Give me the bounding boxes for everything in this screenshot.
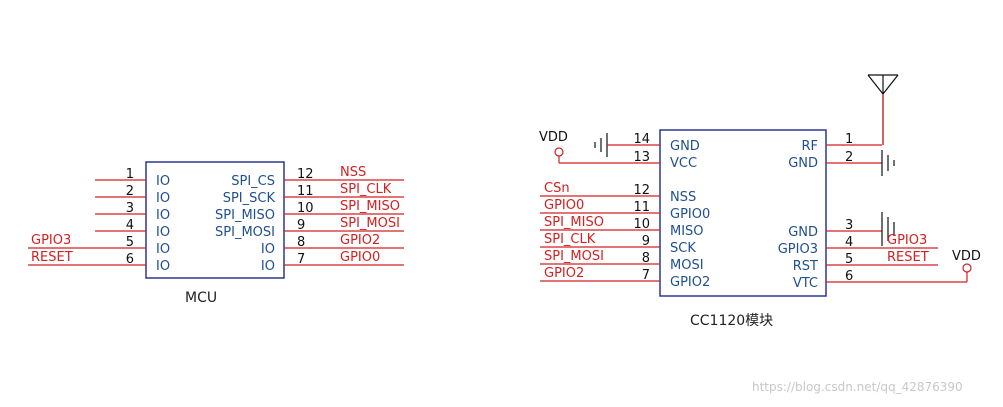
cc-net-label: CSn bbox=[544, 181, 570, 196]
cc-pin-label: NSS bbox=[670, 190, 696, 205]
mcu-pin-label: IO bbox=[261, 259, 275, 274]
cc-pin-label: VCC bbox=[670, 156, 697, 171]
cc-pin-label: MOSI bbox=[670, 258, 704, 273]
cc-pin-label: GPIO3 bbox=[778, 242, 818, 257]
mcu-pin-label: SPI_MOSI bbox=[215, 225, 275, 240]
cc-pin-num: 2 bbox=[845, 150, 853, 165]
cc-pin-num: 12 bbox=[633, 183, 650, 198]
ground-symbol-right-mid bbox=[881, 212, 895, 246]
cc1120-caption: CC1120模块 bbox=[690, 313, 773, 329]
mcu-block: 1 2 3 4 5 6 IO IO IO IO IO IO GPIO3 RESE… bbox=[28, 161, 404, 306]
cc-pin-num: 14 bbox=[633, 132, 650, 147]
mcu-net-label: SPI_MISO bbox=[340, 199, 400, 214]
cc-pin-num: 1 bbox=[845, 132, 853, 147]
cc1120-left-wires bbox=[540, 144, 660, 282]
mcu-pin-num: 5 bbox=[126, 235, 134, 250]
mcu-net-label: GPIO0 bbox=[340, 250, 380, 265]
vdd-terminal-left bbox=[554, 147, 564, 157]
cc-pin-label: GND bbox=[788, 156, 818, 171]
ground-symbol-left bbox=[594, 133, 608, 157]
cc-pin-label: RF bbox=[801, 139, 818, 154]
cc-pin-num: 8 bbox=[642, 251, 650, 266]
cc-pin-num: 7 bbox=[642, 268, 650, 283]
cc-pin-num: 4 bbox=[845, 235, 853, 250]
cc-pin-num: 3 bbox=[845, 218, 853, 233]
mcu-pin-label: SPI_CS bbox=[231, 174, 275, 189]
mcu-pin-label: IO bbox=[156, 191, 170, 206]
mcu-pin-label: IO bbox=[156, 225, 170, 240]
watermark: https://blog.csdn.net/qq_42876390 bbox=[752, 380, 963, 394]
vdd-label-left: VDD bbox=[539, 130, 568, 145]
cc-pin-label: GND bbox=[788, 225, 818, 240]
cc-pin-label: SCK bbox=[670, 241, 696, 256]
cc-pin-num: 13 bbox=[633, 150, 650, 165]
cc-net-label: SPI_MISO bbox=[544, 215, 604, 230]
cc1120-block: VDD 14 13 12 11 10 9 8 7 GND VCC NSS bbox=[539, 74, 981, 329]
mcu-net-label: SPI_MOSI bbox=[340, 216, 400, 231]
mcu-pin-label: SPI_SCK bbox=[223, 191, 276, 206]
cc-pin-num: 11 bbox=[633, 200, 650, 215]
vdd-terminal-right bbox=[962, 263, 972, 273]
cc-pin-label: RST bbox=[793, 259, 818, 274]
mcu-pin-label: IO bbox=[261, 242, 275, 257]
mcu-pin-num: 12 bbox=[297, 167, 314, 182]
mcu-pin-num: 2 bbox=[126, 184, 134, 199]
mcu-pin-label: SPI_MISO bbox=[215, 208, 275, 223]
mcu-pin-num: 7 bbox=[297, 252, 305, 267]
mcu-pin-label: IO bbox=[156, 242, 170, 257]
mcu-net-gpio3: GPIO3 bbox=[31, 233, 71, 248]
mcu-net-label: GPIO2 bbox=[340, 233, 380, 248]
mcu-pin-num: 4 bbox=[126, 218, 134, 233]
cc-net-label: GPIO2 bbox=[544, 266, 584, 281]
cc-pin-num: 9 bbox=[642, 234, 650, 249]
mcu-body bbox=[145, 161, 285, 279]
cc-net-reset: RESET bbox=[887, 250, 929, 265]
mcu-caption: MCU bbox=[185, 290, 217, 306]
mcu-pin-num: 1 bbox=[126, 167, 134, 182]
mcu-right-wires bbox=[284, 179, 404, 266]
cc-pin-label: GPIO2 bbox=[670, 275, 710, 290]
mcu-pin-num: 11 bbox=[297, 184, 314, 199]
cc-pin-label: GPIO0 bbox=[670, 207, 710, 222]
cc-net-label: SPI_CLK bbox=[544, 232, 596, 247]
mcu-left-wires bbox=[28, 179, 146, 266]
mcu-pin-label: IO bbox=[156, 208, 170, 223]
vdd-label-right: VDD bbox=[952, 249, 981, 264]
mcu-pin-label: IO bbox=[156, 174, 170, 189]
cc1120-right-wires bbox=[826, 144, 968, 283]
cc-pin-label: VTC bbox=[793, 276, 818, 291]
mcu-pin-num: 9 bbox=[297, 218, 305, 233]
mcu-pin-num: 3 bbox=[126, 201, 134, 216]
mcu-pin-num: 10 bbox=[297, 201, 314, 216]
cc-pin-num: 5 bbox=[845, 252, 853, 267]
cc-net-label: SPI_MOSI bbox=[544, 249, 604, 264]
cc-pin-num: 6 bbox=[845, 269, 853, 284]
cc-net-label: GPIO0 bbox=[544, 198, 584, 213]
cc-pin-label: GND bbox=[670, 139, 700, 154]
mcu-net-reset: RESET bbox=[31, 250, 73, 265]
cc-pin-num: 10 bbox=[633, 217, 650, 232]
mcu-pin-num: 8 bbox=[297, 235, 305, 250]
mcu-net-label: SPI_CLK bbox=[340, 182, 392, 197]
cc-net-gpio3: GPIO3 bbox=[887, 233, 927, 248]
mcu-pin-label: IO bbox=[156, 259, 170, 274]
mcu-pin-num: 6 bbox=[126, 252, 134, 267]
cc-pin-label: MISO bbox=[670, 224, 704, 239]
ground-symbol-right-top bbox=[881, 150, 895, 176]
mcu-net-label: NSS bbox=[340, 165, 366, 180]
